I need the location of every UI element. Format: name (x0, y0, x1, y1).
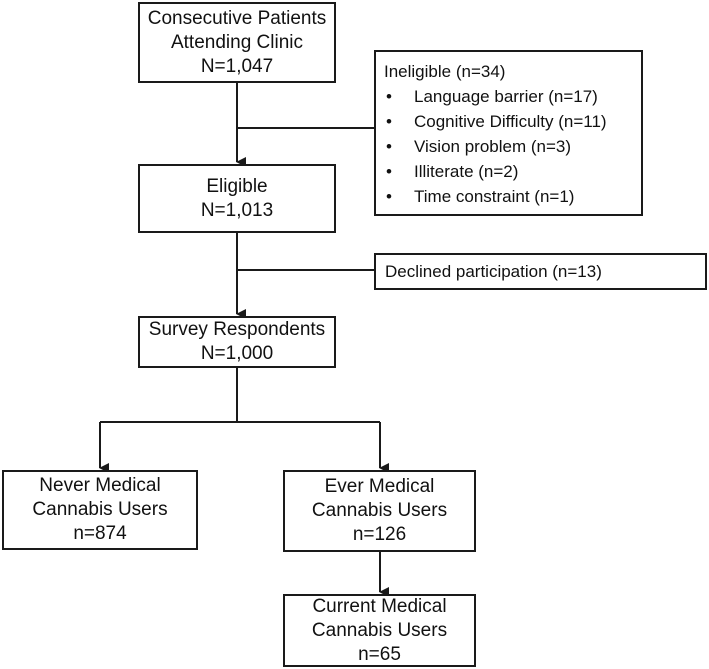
ineligible-reason: Language barrier (n=17) (376, 84, 641, 109)
box-line: n=65 (358, 643, 401, 665)
box-line: N=1,047 (200, 55, 274, 77)
ineligible-title: Ineligible (n=34) (384, 62, 506, 81)
box-never-users: Never Medical Cannabis Users n=874 (2, 470, 198, 550)
box-line: Current Medical (312, 595, 447, 617)
box-ineligible: Ineligible (n=34) Language barrier (n=17… (374, 50, 643, 216)
box-line: n=126 (352, 524, 407, 545)
ineligible-reason: Illiterate (n=2) (376, 159, 641, 184)
box-line: Consecutive Patients (147, 7, 327, 29)
ineligible-reason: Vision problem (n=3) (376, 134, 641, 159)
box-survey-respondents: Survey Respondents N=1,000 (138, 316, 336, 368)
box-consecutive-patients: Consecutive Patients Attending Clinic N=… (138, 2, 336, 83)
box-line: N=1,013 (200, 199, 274, 221)
box-ever-users: Ever Medical Cannabis Users n=126 (283, 470, 476, 552)
box-line: Never Medical (39, 475, 161, 496)
ineligible-reason: Cognitive Difficulty (n=11) (376, 109, 641, 134)
box-line: Ever Medical (324, 476, 435, 497)
box-current-users: Current Medical Cannabis Users n=65 (283, 594, 476, 667)
box-line: n=874 (73, 523, 127, 544)
box-line: N=1,000 (200, 343, 274, 364)
ineligible-reason: Time constraint (n=1) (376, 184, 641, 209)
box-line: Eligible (206, 175, 268, 197)
declined-label: Declined participation (n=13) (385, 261, 602, 281)
box-line: Attending Clinic (170, 31, 304, 53)
box-line: Cannabis Users (311, 619, 448, 641)
box-line: Survey Respondents (148, 319, 326, 340)
box-line: Cannabis Users (311, 500, 448, 521)
ineligible-reasons: Language barrier (n=17) Cognitive Diffic… (376, 84, 641, 209)
box-declined: Declined participation (n=13) (374, 253, 707, 290)
box-line: Cannabis Users (32, 499, 168, 520)
box-eligible: Eligible N=1,013 (138, 164, 336, 233)
